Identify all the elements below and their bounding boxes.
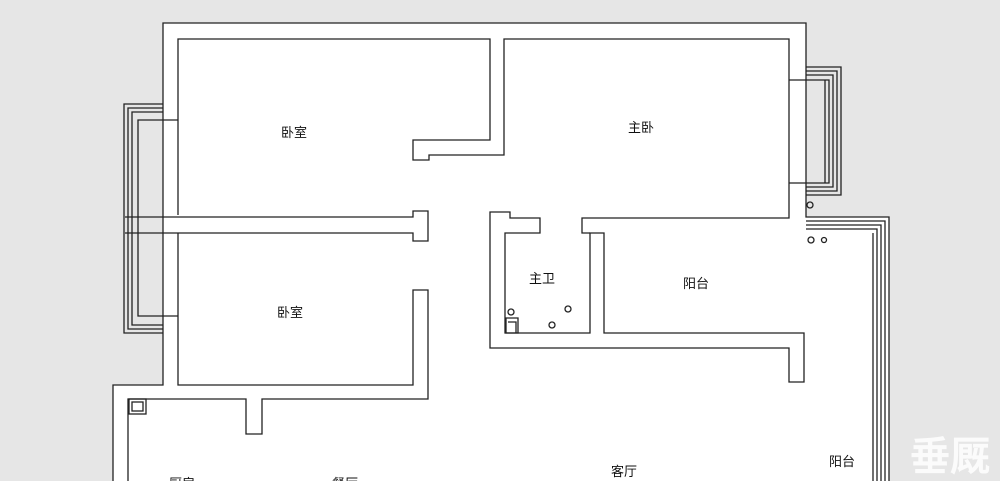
kitchen-sink-fixture [128,398,147,415]
label-master-bedroom: 主卧 [628,121,654,136]
label-balcony-north: 阳台 [683,277,709,292]
label-living: 客厅 [611,464,637,480]
balcony-rails [806,220,886,481]
outer-wall [112,22,890,481]
watermark: 垂厩 [910,434,990,480]
wall-master-bath [489,211,805,383]
label-master-bath: 主卫 [529,272,555,287]
label-bedroom-lower: 卧室 [277,305,303,321]
bath-fixtures [505,305,572,334]
bay-window-left [123,103,178,334]
label-kitchen: 厨房 [169,476,195,481]
floor-footprint [113,23,889,481]
wall-bedroom-lower [127,233,429,481]
wall-corridor-divider [125,210,429,242]
label-bedroom-upper: 卧室 [281,125,307,141]
bay-window-right [789,66,842,196]
label-dining: 餐厅 [332,476,358,481]
label-balcony-south: 阳台 [829,455,855,470]
wall-bedroom-upper [177,38,790,234]
floor-drains [806,201,828,244]
